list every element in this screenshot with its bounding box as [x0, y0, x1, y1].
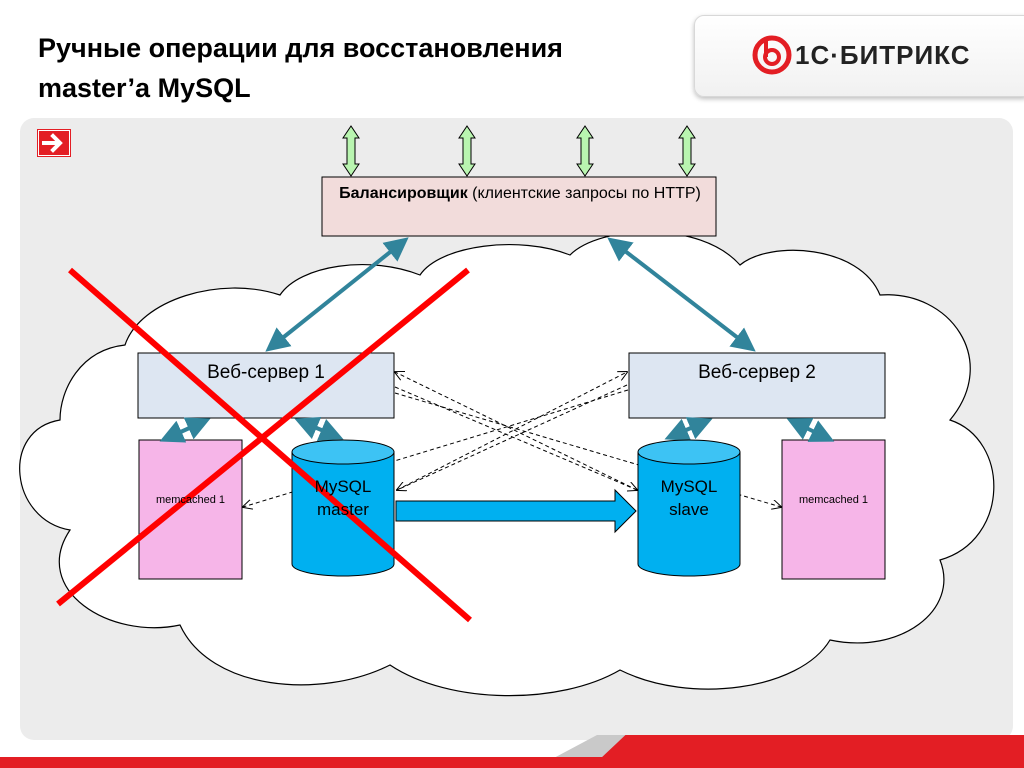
link-balancer-web2	[607, 237, 756, 352]
footer-red-tab	[600, 735, 1024, 759]
dash-slave-web1	[395, 372, 638, 491]
dash-master-web2	[396, 372, 627, 491]
slide-title-line-1: Ручные операции для восстановления	[38, 33, 563, 63]
dash-web1-slave	[394, 386, 637, 490]
mysql-master-label-line-2: master	[317, 500, 369, 519]
client-arrow-3	[576, 125, 594, 177]
mysql-master-label: MySQL master	[292, 475, 394, 521]
memcached-left-box	[138, 439, 243, 580]
web-server-2-box	[628, 352, 886, 419]
failed-node-cross	[56, 267, 472, 623]
memcached-left-label: memcached 1	[155, 494, 226, 506]
balancer-label-rest: (клиентские запросы по HTTP)	[467, 185, 701, 202]
mysql-master-label-line-1: MySQL	[314, 477, 372, 496]
web-server-2-label: Веб-сервер 2	[698, 362, 816, 383]
mysql-slave-label-line-2: slave	[669, 500, 709, 519]
slide-title-line-2: master’a MySQL	[38, 73, 251, 103]
balancer-label-bold: Балансировщик	[339, 185, 468, 202]
link-balancer-web1	[265, 237, 409, 352]
client-request-arrows	[342, 125, 696, 177]
memcached-right-label: memcached 1	[798, 494, 869, 506]
teal-links	[159, 237, 835, 443]
next-slide-arrow-icon[interactable]	[38, 130, 70, 156]
dashed-links	[243, 372, 781, 507]
client-arrow-4	[678, 125, 696, 177]
logo-text: 1С·БИТРИКС	[795, 40, 971, 70]
link-web2-memcached	[786, 418, 835, 442]
footer-red-bar	[0, 757, 1024, 768]
balancer-label: Балансировщик (клиентские запросы по HTT…	[324, 182, 716, 206]
slide-title: Ручные операции для восстановления maste…	[38, 28, 678, 108]
link-web2-slave	[664, 417, 713, 441]
mysql-slave-label-line-1: MySQL	[660, 477, 718, 496]
mysql-slave-label: MySQL slave	[638, 475, 740, 521]
logo-card: 1С·БИТРИКС	[694, 15, 1024, 97]
balancer-box	[321, 176, 717, 237]
link-web1-memcached	[159, 417, 211, 443]
web-server-1-label: Веб-сервер 1	[207, 362, 325, 383]
client-arrow-1	[342, 125, 360, 177]
memcached-right-box	[781, 439, 886, 580]
replication-arrow	[395, 488, 637, 534]
link-web1-master	[294, 416, 344, 442]
mysql-slave-cylinder	[637, 439, 741, 577]
dash-web2-master	[397, 384, 628, 490]
bitrix-logo-icon	[752, 35, 792, 75]
client-arrow-2	[458, 125, 476, 177]
